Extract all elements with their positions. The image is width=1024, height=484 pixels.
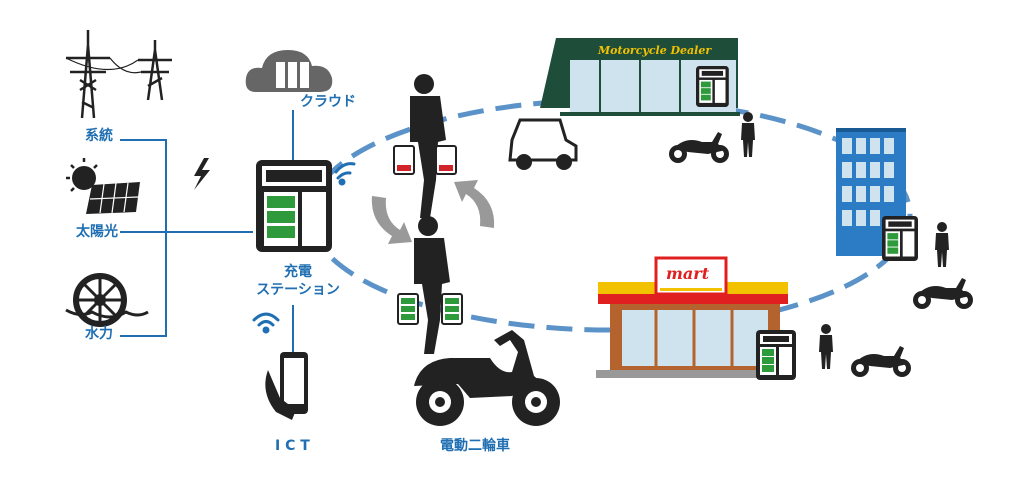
person-icon (410, 74, 446, 218)
charging-station-icon (256, 160, 332, 252)
battery-icon (393, 145, 457, 175)
utility-vehicle-icon (508, 118, 578, 170)
charging-station-label-line2: ステーション (256, 282, 340, 298)
person-icon (741, 112, 755, 157)
smartphone-icon (265, 352, 308, 420)
solar-panel-icon (66, 158, 140, 214)
cloud-server-icon (245, 50, 333, 92)
wifi-icon (252, 312, 280, 334)
scooter-icon (851, 346, 911, 377)
solar-power-label: 太陽光 (76, 224, 118, 240)
charging-station-icon (696, 66, 729, 107)
storefront-icon (596, 256, 792, 378)
battery-icon (397, 293, 463, 325)
scooter-icon (414, 330, 560, 426)
person-icon (819, 324, 833, 369)
person-icon (935, 222, 949, 267)
dealer-sign: Motorcycle Dealer (598, 44, 712, 57)
mart-sign: mart (666, 264, 710, 283)
scooter-icon (913, 278, 973, 309)
wifi-icon (334, 162, 356, 186)
electric-motorcycle-label: 電動二輪車 (440, 438, 510, 454)
source-connector-lines (120, 110, 294, 352)
ict-label: I C T (275, 438, 310, 454)
person-icon (414, 216, 450, 354)
storefront-icon (540, 38, 740, 116)
scooter-icon (669, 132, 729, 163)
charging-station-icon (756, 330, 796, 380)
cycle-arrows-icon (371, 180, 495, 244)
cloud-label: クラウド (300, 94, 356, 110)
charging-station-icon (882, 216, 918, 261)
lightning-icon (194, 158, 210, 190)
power-tower-icon (65, 30, 172, 119)
charging-station-label-line1: 充電 (284, 264, 312, 280)
grid-power-label: 系統 (85, 128, 113, 144)
water-wheel-icon (65, 273, 149, 327)
hydro-power-label: 水力 (85, 326, 113, 342)
